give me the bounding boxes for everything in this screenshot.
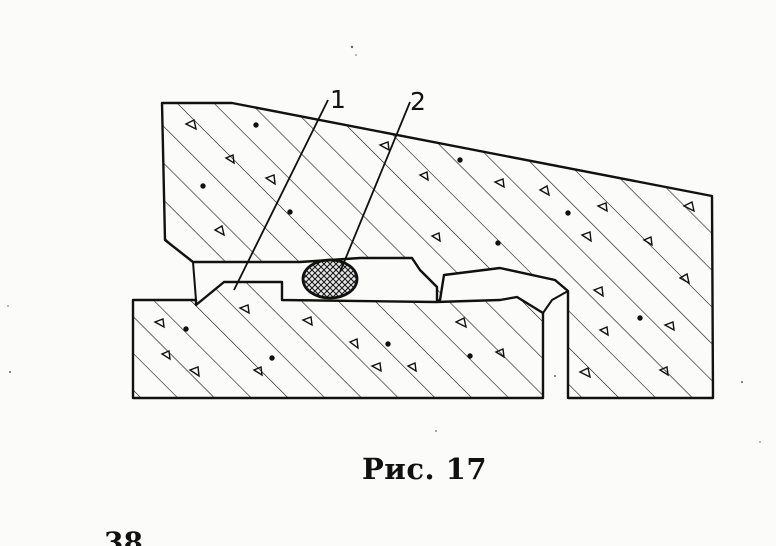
- page-number: 38: [104, 526, 143, 546]
- joint-cavity-outline: [192, 257, 569, 314]
- callout-label-1: 1: [330, 85, 346, 114]
- leader-line-1: [233, 99, 329, 291]
- figure-caption: Рис. 17: [362, 452, 488, 486]
- leader-line-2: [339, 101, 411, 273]
- lower-concrete-block: [131, 280, 545, 400]
- elastic-seal-gasket: [301, 258, 359, 300]
- callout-label-2: 2: [410, 87, 426, 116]
- scan-speckles: [7, 45, 761, 443]
- callout-leaders: [233, 99, 411, 291]
